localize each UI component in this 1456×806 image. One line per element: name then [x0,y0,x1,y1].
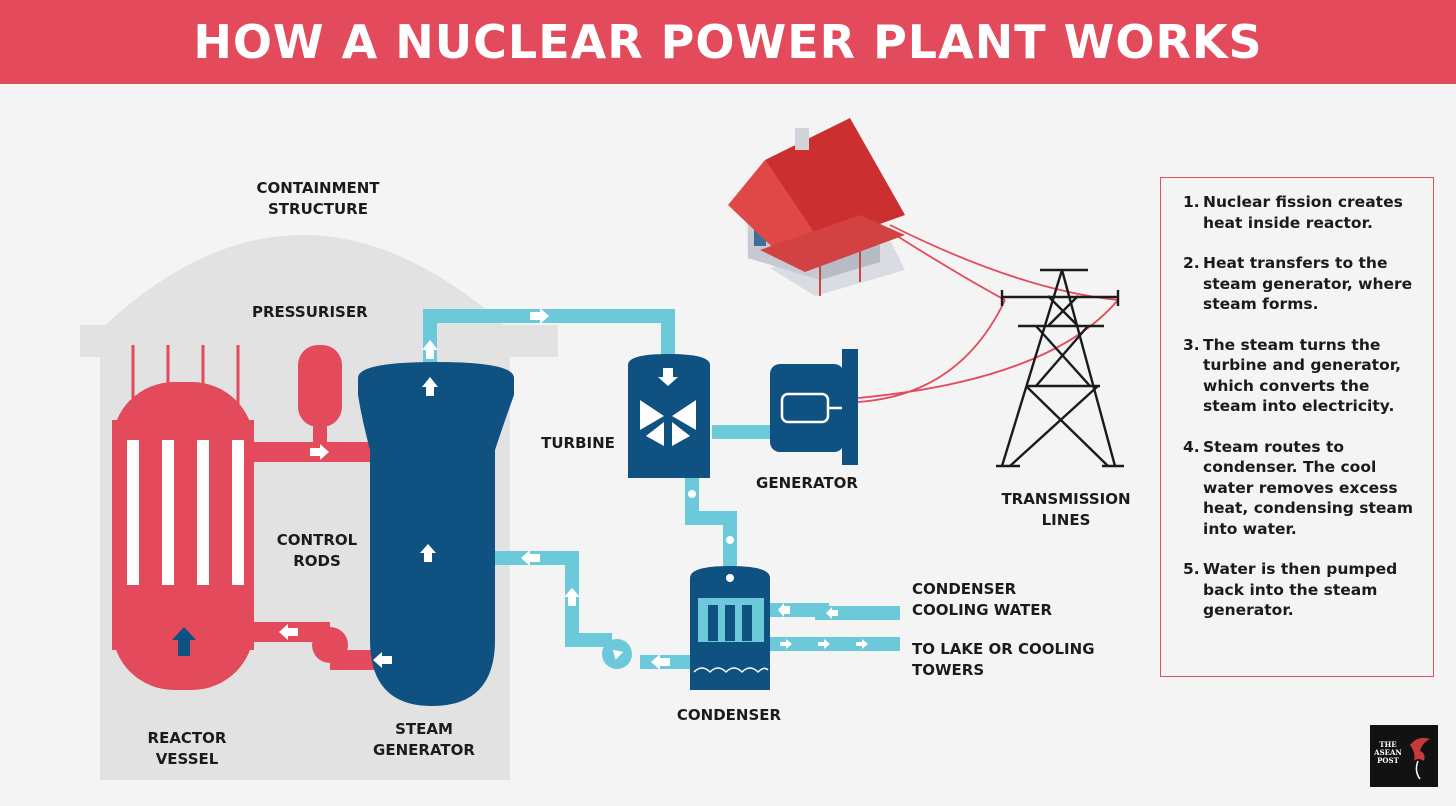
up-arrow-icon [172,627,196,656]
label-reactor-vessel: REACTOR VESSEL [147,729,227,768]
pump [602,639,632,669]
pressuriser [298,345,342,450]
house [728,118,905,296]
page-title: HOW A NUCLEAR POWER PLANT WORKS [193,15,1263,69]
step-number: 1. [1183,193,1200,211]
step-number: 2. [1183,254,1200,272]
label-transmission-lines: TRANSMISSION LINES [1001,490,1131,529]
label-turbine: TURBINE [541,434,615,452]
step-text: Heat transfers to the steam generator, w… [1203,254,1413,313]
title-banner: HOW A NUCLEAR POWER PLANT WORKS [0,0,1456,84]
label-containment-structure: CONTAINMENT STRUCTURE [256,179,380,218]
label-control-rods: CONTROL RODS [276,531,358,570]
flow-arrows [279,308,868,670]
step-text: Steam routes to condenser. The cool wate… [1203,437,1414,538]
step-number: 5. [1183,560,1200,578]
label-pressuriser: PRESSURISER [252,303,368,321]
step-item: 1.Nuclear fission creates heat inside re… [1183,192,1423,233]
power-plant-diagram [80,118,1124,780]
label-condenser-cooling-water: CONDENSER COOLING WATER [912,580,1053,619]
control-rods [127,345,244,585]
step-number: 3. [1183,335,1200,354]
step-item: 4.Steam routes to condenser. The cool wa… [1183,437,1423,540]
label-steam-generator: STEAM GENERATOR [373,720,475,759]
step-item: 3.The steam turns the turbine and genera… [1183,335,1423,417]
steps-panel: 1.Nuclear fission creates heat inside re… [1160,177,1434,677]
step-number: 4. [1183,437,1200,456]
steam-generator [358,362,514,706]
bird-icon [1410,737,1430,780]
step-text: Nuclear fission creates heat inside reac… [1203,193,1403,232]
step-text: Water is then pumped back into the steam… [1203,560,1398,619]
turbine [628,354,710,478]
transmission-tower [996,268,1124,468]
label-condenser: CONDENSER [676,706,782,724]
label-generator: GENERATOR [756,474,858,492]
step-item: 2.Heat transfers to the steam generator,… [1183,253,1423,315]
water-droplets [688,490,734,544]
label-to-lake: TO LAKE OR COOLING TOWERS [912,640,1095,679]
asean-post-logo: THE ASEAN POST [1370,725,1438,787]
logo-text: THE ASEAN POST [1374,740,1402,765]
step-item: 5.Water is then pumped back into the ste… [1183,559,1423,621]
condenser [690,566,770,690]
step-text: The steam turns the turbine and generato… [1203,335,1401,416]
generator [770,349,858,465]
